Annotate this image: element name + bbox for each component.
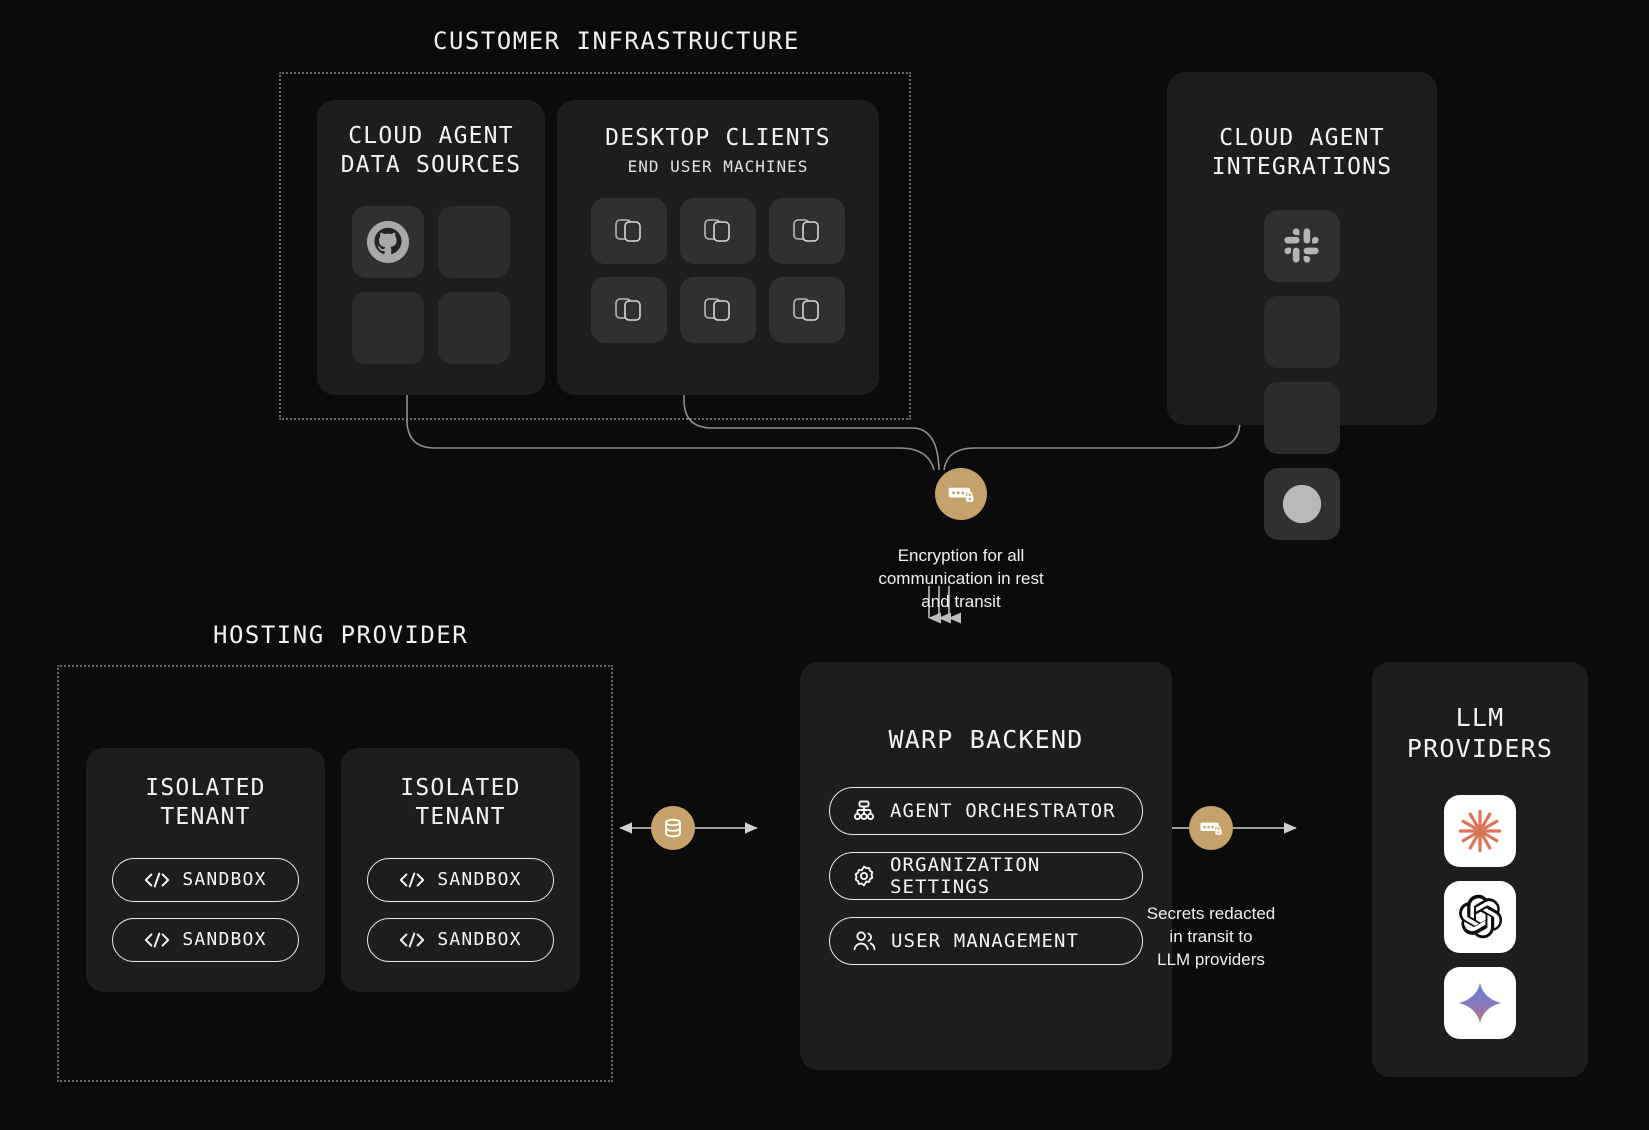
gear-icon <box>852 864 876 888</box>
tile-warp-client[interactable] <box>769 276 845 343</box>
badge-encryption[interactable] <box>935 468 987 520</box>
data-sources-tile-grid <box>317 205 545 364</box>
sandbox-label: SANDBOX <box>182 869 267 890</box>
database-icon <box>665 818 681 838</box>
code-icon <box>144 870 170 890</box>
sandbox-label: SANDBOX <box>437 869 522 890</box>
tile-warp-client[interactable] <box>680 197 756 264</box>
warp-icon <box>615 218 641 242</box>
group-label-customer-infrastructure: CUSTOMER INFRASTRUCTURE <box>433 27 800 55</box>
github-icon <box>366 220 410 263</box>
tile-linear[interactable] <box>1264 467 1340 540</box>
sandbox-item[interactable]: SANDBOX <box>112 917 299 962</box>
panel-title-warp-backend: WARP BACKEND <box>888 725 1084 754</box>
tile-placeholder[interactable] <box>352 291 424 364</box>
org-chart-icon <box>852 799 876 823</box>
integrations-tile-grid <box>1167 209 1437 540</box>
panel-cloud-agent-integrations: CLOUD AGENT INTEGRATIONS <box>1167 72 1437 540</box>
password-lock-icon <box>1200 822 1222 835</box>
panel-warp-backend: WARP BACKEND AGENT ORCHESTRATOR <box>800 662 1172 1070</box>
openai-icon <box>1459 894 1503 938</box>
password-lock-icon <box>948 487 974 502</box>
warp-icon <box>615 297 641 321</box>
service-label: ORGANIZATION SETTINGS <box>890 854 1041 899</box>
warp-icon <box>793 218 819 242</box>
panel-title-tenant-a: ISOLATED TENANT <box>145 775 266 830</box>
badge-secrets-redacted[interactable] <box>1189 806 1233 850</box>
panel-isolated-tenant-a: ISOLATED TENANT SANDBOX <box>86 748 325 992</box>
sandbox-label: SANDBOX <box>437 929 522 950</box>
tile-anthropic[interactable] <box>1444 794 1516 867</box>
tile-github[interactable] <box>352 205 424 278</box>
tile-warp-client[interactable] <box>591 197 667 264</box>
badge-database[interactable] <box>651 806 695 850</box>
anthropic-icon <box>1458 809 1502 852</box>
panel-subtitle-desktop-clients: END USER MACHINES <box>627 156 809 176</box>
tile-warp-client[interactable] <box>680 276 756 343</box>
panel-title-data-sources: CLOUD AGENT DATA SOURCES <box>340 123 522 178</box>
linear-icon <box>1282 484 1322 523</box>
tile-warp-client[interactable] <box>591 276 667 343</box>
panel-title-desktop-clients: DESKTOP CLIENTS <box>605 125 831 151</box>
panel-isolated-tenant-b: ISOLATED TENANT SANDBOX <box>341 748 580 992</box>
tenant-a-sandbox-list: SANDBOX SANDBOX <box>86 857 325 962</box>
service-label: USER MANAGEMENT <box>891 930 1080 953</box>
tenant-b-sandbox-list: SANDBOX SANDBOX <box>341 857 580 962</box>
code-icon <box>399 930 425 950</box>
hosting-provider-region <box>57 665 613 1082</box>
group-label-hosting-provider: HOSTING PROVIDER <box>213 621 469 649</box>
badge-caption-encryption: Encryption for all communication in rest… <box>878 546 1044 611</box>
warp-icon <box>704 218 730 242</box>
panel-llm-providers: LLM PROVIDERS <box>1372 662 1588 1077</box>
tile-warp-client[interactable] <box>769 197 845 264</box>
warp-icon <box>704 297 730 321</box>
tile-placeholder[interactable] <box>438 291 510 364</box>
panel-title-integrations: CLOUD AGENT INTEGRATIONS <box>1211 125 1393 180</box>
tile-gemini[interactable] <box>1444 966 1516 1039</box>
sandbox-item[interactable]: SANDBOX <box>112 857 299 902</box>
tile-placeholder[interactable] <box>1264 381 1340 454</box>
service-label: AGENT ORCHESTRATOR <box>890 800 1116 823</box>
llm-providers-tile-list <box>1372 794 1588 1039</box>
panel-title-llm-providers: LLM PROVIDERS <box>1406 703 1554 764</box>
gemini-icon <box>1459 981 1501 1024</box>
tile-placeholder[interactable] <box>438 205 510 278</box>
code-icon <box>144 930 170 950</box>
desktop-clients-tile-grid <box>557 197 879 343</box>
panel-cloud-agent-data-sources: CLOUD AGENT DATA SOURCES <box>317 100 545 395</box>
slack-icon <box>1284 227 1319 263</box>
service-organization-settings[interactable]: ORGANIZATION SETTINGS <box>829 852 1143 901</box>
tile-slack[interactable] <box>1264 209 1340 282</box>
tile-placeholder[interactable] <box>1264 295 1340 368</box>
panel-title-tenant-b: ISOLATED TENANT <box>400 775 521 830</box>
users-icon <box>852 929 877 953</box>
warp-backend-service-list: AGENT ORCHESTRATOR ORGANIZATION SETTINGS <box>800 787 1172 966</box>
service-agent-orchestrator[interactable]: AGENT ORCHESTRATOR <box>829 787 1143 836</box>
sandbox-label: SANDBOX <box>182 929 267 950</box>
tile-openai[interactable] <box>1444 880 1516 953</box>
code-icon <box>399 870 425 890</box>
panel-desktop-clients: DESKTOP CLIENTS END USER MACHINES <box>557 100 879 395</box>
service-user-management[interactable]: USER MANAGEMENT <box>829 917 1143 966</box>
warp-icon <box>793 297 819 321</box>
sandbox-item[interactable]: SANDBOX <box>367 857 554 902</box>
sandbox-item[interactable]: SANDBOX <box>367 917 554 962</box>
badge-caption-secrets: Secrets redacted in transit to LLM provi… <box>1146 904 1276 969</box>
